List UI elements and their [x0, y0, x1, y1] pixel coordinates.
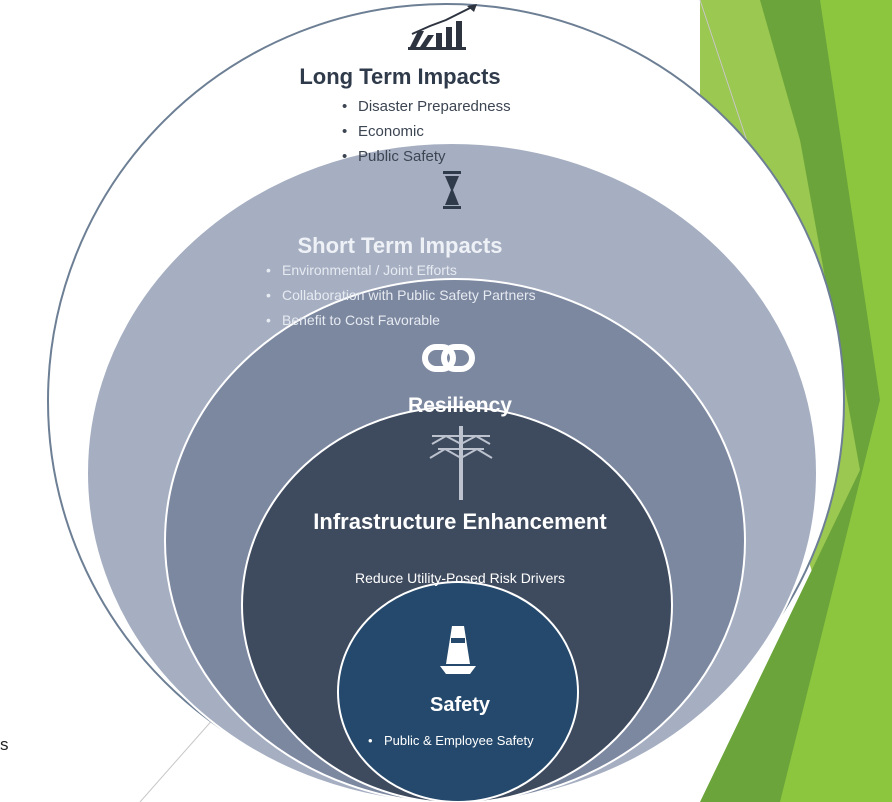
- infrastructure-subtitle: Reduce Utility-Posed Risk Drivers: [354, 570, 566, 586]
- long-term-title: Long Term Impacts: [299, 64, 501, 89]
- list-item: Environmental / Joint Efforts: [262, 258, 536, 283]
- list-item: Collaboration with Public Safety Partner…: [262, 283, 536, 308]
- cone-stripe: [451, 638, 465, 643]
- slide-text-fragment: s: [0, 735, 9, 754]
- list-item: Disaster Preparedness: [338, 94, 511, 119]
- chain-link-icon: [422, 344, 475, 372]
- growth-chart-icon: [408, 4, 477, 50]
- long-term-list: Disaster Preparedness Economic Public Sa…: [338, 94, 511, 169]
- list-item: Public Safety: [338, 144, 511, 169]
- ellipse-safety: [337, 581, 579, 802]
- short-term-list: Environmental / Joint Efforts Collaborat…: [262, 258, 536, 333]
- green-panel-front: [780, 0, 892, 802]
- safety-list: Public & Employee Safety: [364, 733, 574, 748]
- thin-line-top: [699, 0, 751, 151]
- resiliency-title: Resiliency: [408, 394, 512, 417]
- traffic-cone-icon: [440, 626, 476, 674]
- list-item: Benefit to Cost Favorable: [262, 308, 536, 333]
- list-item: Public & Employee Safety: [364, 733, 574, 748]
- hourglass-icon: [443, 171, 461, 209]
- infrastructure-title: Infrastructure Enhancement: [313, 509, 607, 534]
- list-item: Economic: [338, 119, 511, 144]
- safety-title: Safety: [429, 694, 491, 716]
- power-pole-icon: [429, 426, 493, 500]
- short-term-title: Short Term Impacts: [297, 233, 503, 258]
